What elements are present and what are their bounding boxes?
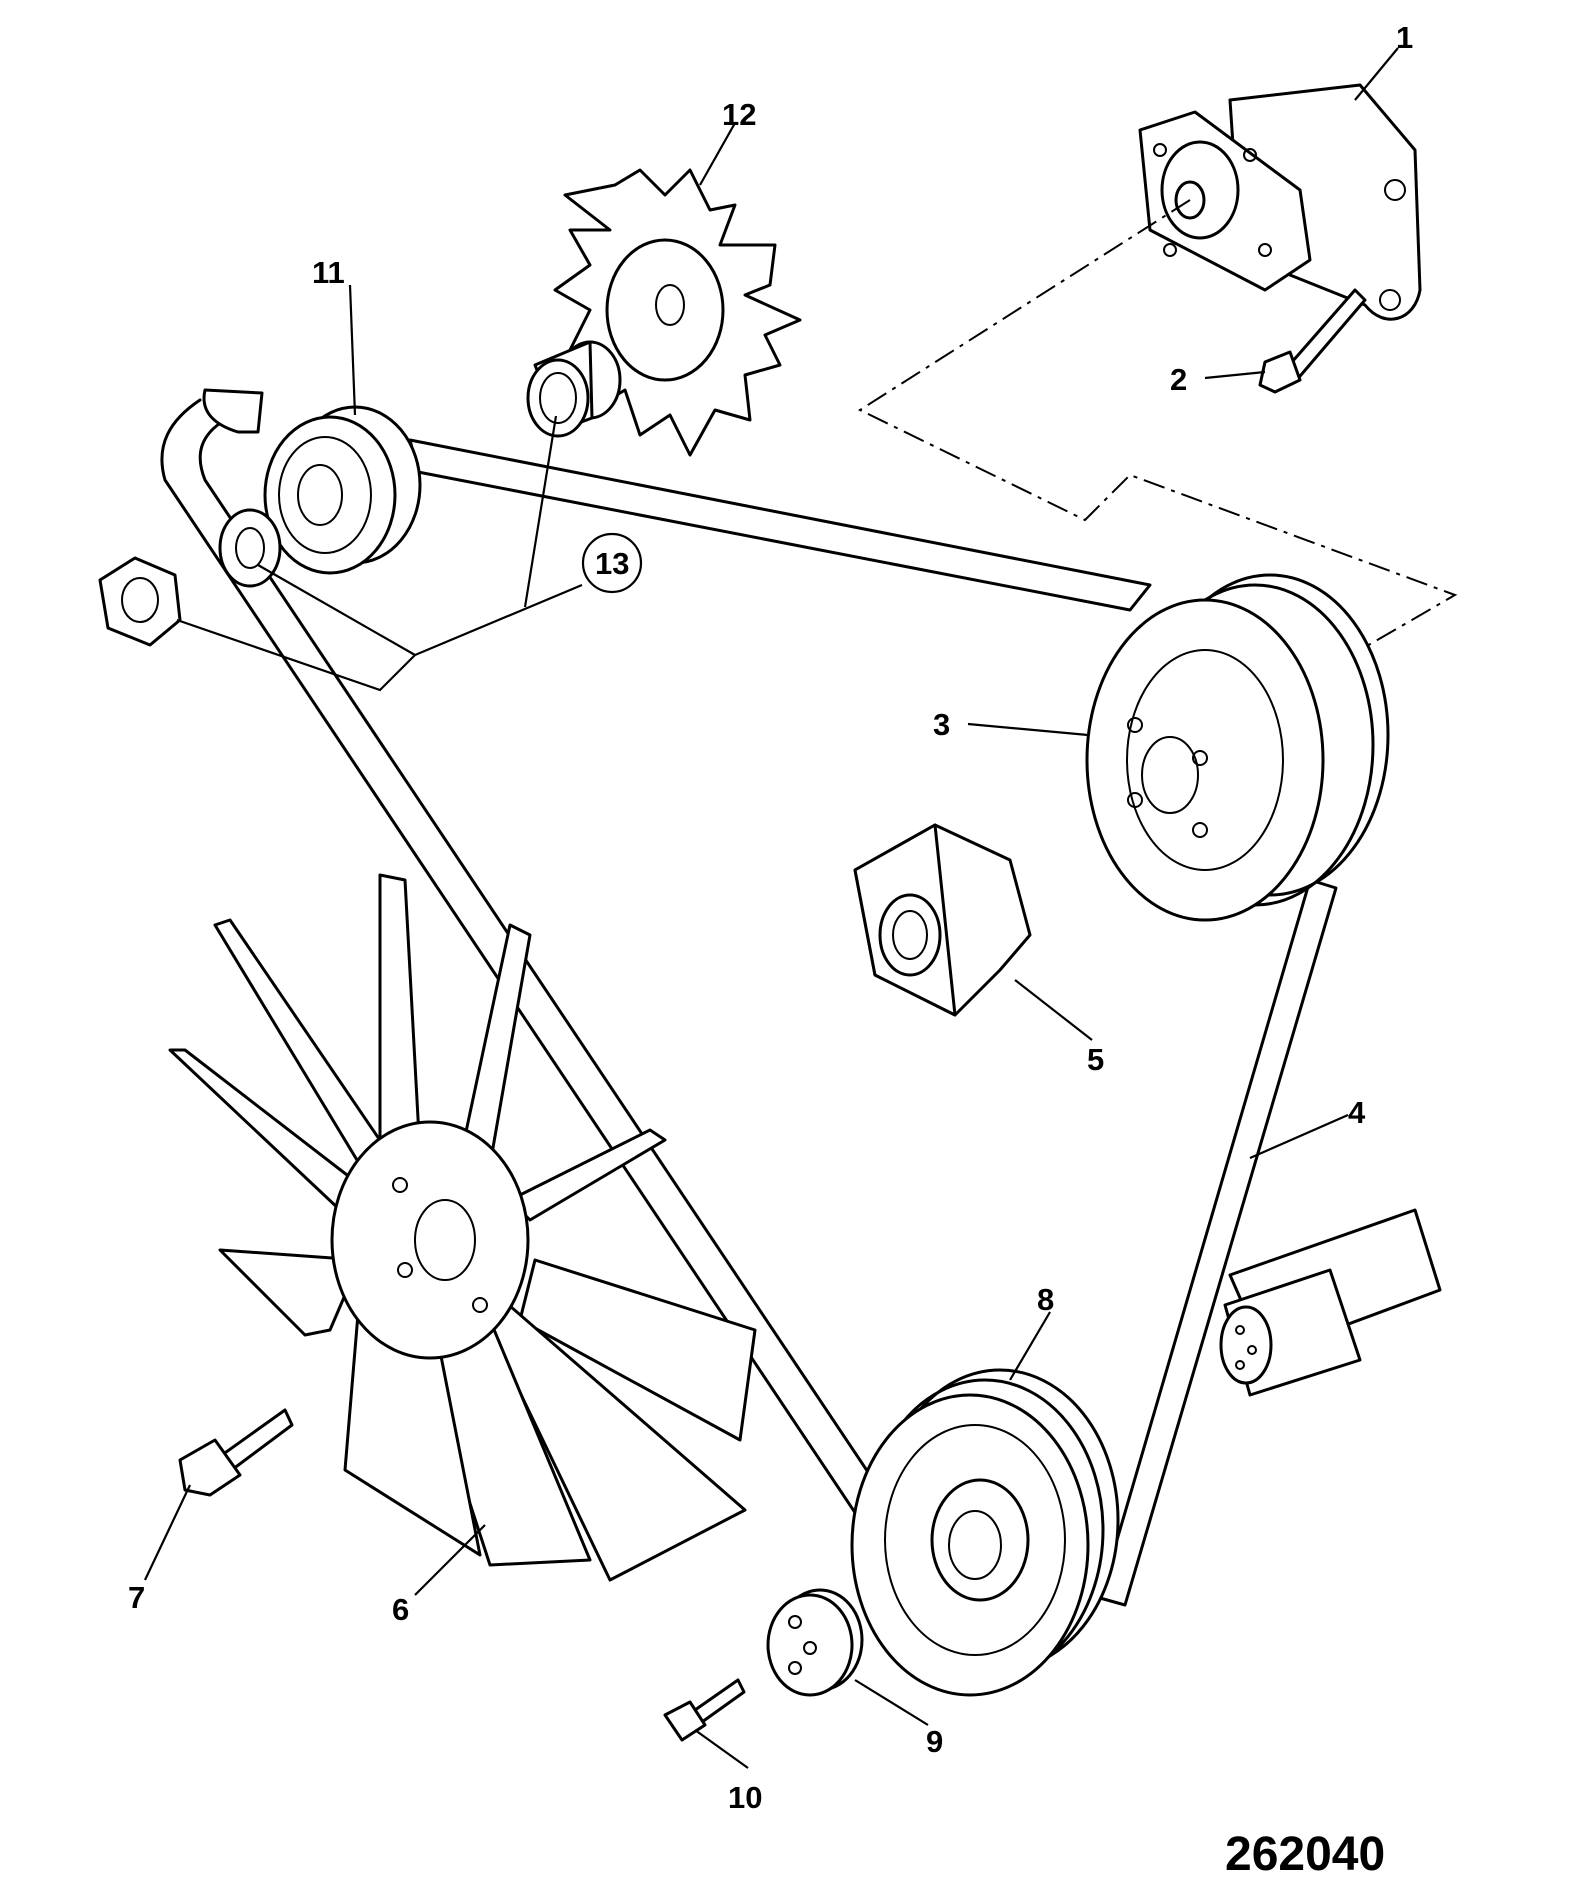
leader-13 bbox=[176, 415, 583, 692]
leader-11 bbox=[348, 284, 357, 416]
leader-2 bbox=[1204, 370, 1266, 380]
water-pump-pulley bbox=[1085, 573, 1390, 922]
leader-12 bbox=[699, 122, 736, 186]
pulley-spacer bbox=[853, 823, 1032, 1017]
callout-3: 3 bbox=[933, 707, 950, 742]
callout-13-circle bbox=[581, 532, 643, 594]
crankshaft-spline bbox=[1219, 1208, 1442, 1397]
leader-4 bbox=[1249, 1113, 1349, 1160]
callout-10: 10 bbox=[728, 1780, 762, 1815]
leader-10 bbox=[694, 1729, 749, 1769]
callout-1: 1 bbox=[1396, 20, 1413, 55]
leader-5 bbox=[1014, 979, 1093, 1041]
drive-belt bbox=[160, 388, 1338, 1607]
water-pump-housing bbox=[1138, 83, 1422, 321]
washer-plate bbox=[766, 1588, 864, 1697]
callout-5: 5 bbox=[1087, 1042, 1104, 1077]
callout-13: 13 bbox=[595, 546, 629, 581]
hex-nut bbox=[98, 556, 182, 647]
leader-3 bbox=[967, 722, 1089, 737]
drawing-number: 262040 bbox=[1225, 1828, 1385, 1881]
callout-4: 4 bbox=[1348, 1095, 1366, 1130]
leader-9 bbox=[854, 1679, 929, 1726]
crankshaft-pulley bbox=[850, 1368, 1120, 1697]
leader-8 bbox=[1009, 1311, 1051, 1381]
leader-7 bbox=[144, 1484, 191, 1581]
fan-bolt bbox=[178, 1408, 294, 1497]
callout-2: 2 bbox=[1170, 362, 1187, 397]
pulley-sleeve bbox=[526, 340, 622, 438]
alternator-pulley bbox=[263, 405, 422, 575]
assembly-line-pump bbox=[857, 199, 1458, 651]
cooling-fan bbox=[168, 873, 757, 1582]
callout-7: 7 bbox=[128, 1580, 145, 1615]
callout-8: 8 bbox=[1037, 1282, 1054, 1317]
pump-bolt bbox=[1258, 288, 1367, 394]
callout-6: 6 bbox=[392, 1592, 409, 1627]
pulley-bolt bbox=[663, 1678, 746, 1742]
leader-6 bbox=[414, 1524, 486, 1596]
lock-washer bbox=[218, 508, 282, 588]
leader-1 bbox=[1354, 47, 1399, 101]
callout-12: 12 bbox=[722, 97, 756, 132]
callout-9: 9 bbox=[926, 1724, 943, 1759]
callout-11: 11 bbox=[312, 255, 345, 290]
